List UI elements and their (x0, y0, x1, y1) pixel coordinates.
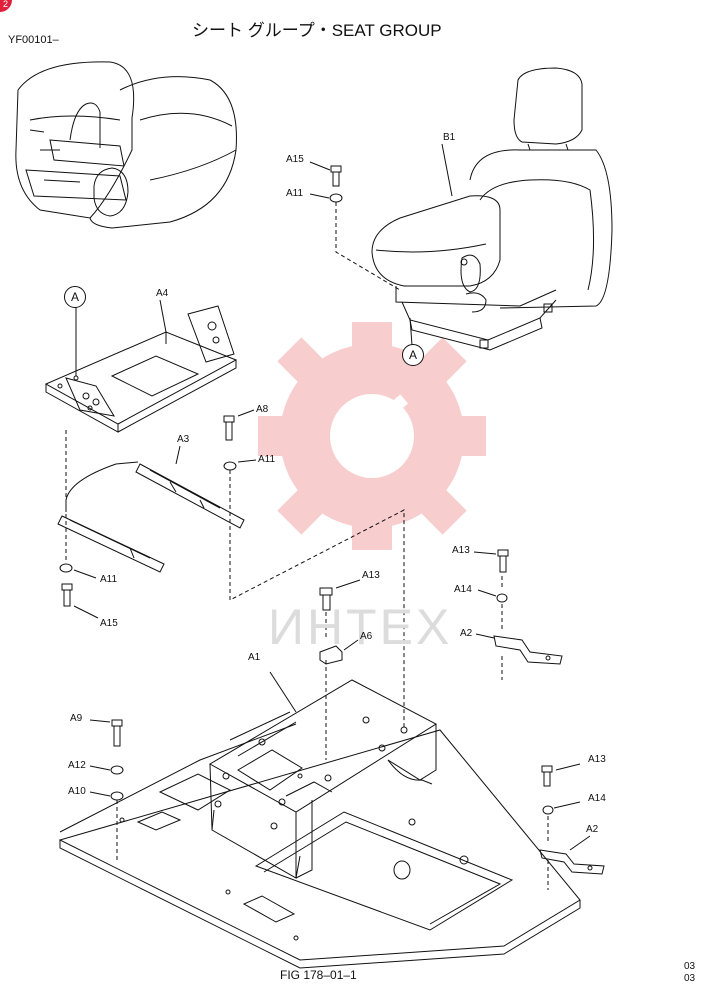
bolt-a9 (111, 719, 123, 747)
label-a11-left: A11 (100, 574, 118, 585)
bolt-a8 (223, 415, 235, 441)
revision-bottom: 03 (684, 973, 696, 984)
leader-a13-center (335, 579, 361, 589)
callout-a-left: A (64, 286, 86, 308)
label-a12: A12 (68, 760, 86, 771)
label-a15-top: A15 (286, 154, 304, 165)
washer-a12 (110, 765, 124, 775)
bracket-a2-bottom (539, 849, 605, 875)
label-a8: A8 (256, 404, 269, 415)
leader-callout-a-right (409, 317, 413, 346)
label-a10: A10 (68, 786, 86, 797)
serial-number: YF00101– (8, 34, 59, 46)
label-a4: A4 (156, 288, 169, 299)
seat-plate-a4 (44, 299, 238, 433)
label-a13-right-bottom: A13 (588, 754, 606, 765)
label-a14-right-top: A14 (454, 584, 472, 595)
mount-line-mid (229, 470, 405, 730)
label-a14-right-bottom: A14 (588, 793, 606, 804)
leader-left-fasteners (73, 569, 99, 619)
washer-a14-right-top (496, 593, 508, 603)
leader-right-top (473, 551, 497, 639)
label-a11-top: A11 (286, 188, 304, 199)
callout-a-right: A (402, 344, 424, 366)
label-a13-center: A13 (362, 570, 380, 581)
spacer-a6 (319, 645, 343, 665)
watermark-gear-icon (258, 322, 486, 550)
seat-stand-a1 (208, 671, 438, 879)
page-title: シート グループ・SEAT GROUP (192, 21, 442, 40)
seat-assembly-b1 (371, 67, 613, 351)
floor-plate (58, 723, 581, 969)
machine-overview-thumbnail (15, 61, 237, 229)
bolt-a13-center (319, 587, 333, 611)
leader-left-bottom (89, 719, 111, 797)
label-a2-bottom: A2 (586, 824, 599, 835)
label-a15-left: A15 (100, 618, 118, 629)
leader-lines-top (309, 143, 453, 199)
bolt-a15-top (330, 165, 342, 187)
label-a1: A1 (248, 652, 261, 663)
bolt-a13-right-top (497, 549, 509, 573)
leader-a6 (343, 639, 359, 651)
page-corner-badge-text: 2 (2, 0, 8, 9)
figure-number: FIG 178–01–1 (280, 968, 357, 982)
label-a9: A9 (70, 713, 83, 724)
mount-line-top (335, 202, 401, 291)
label-a6: A6 (360, 631, 373, 642)
washer-a11-top (329, 193, 343, 203)
washer-a10 (110, 791, 124, 801)
revision-top: 03 (684, 961, 696, 972)
label-b1: B1 (443, 132, 456, 143)
washer-a11-mid (223, 461, 237, 471)
label-a2-top: A2 (460, 628, 473, 639)
washer-a14-right-bottom (542, 805, 554, 815)
label-a11-mid: A11 (258, 454, 276, 465)
leader-right-bottom (553, 763, 591, 851)
washer-a11-left (59, 563, 73, 573)
watermark-text: ИНТЕХ (268, 599, 453, 655)
leader-a11-mid (237, 459, 257, 463)
bolt-a13-right-bottom (541, 765, 553, 787)
seat-slide-rails-a3 (57, 445, 245, 573)
bracket-a2-top (493, 635, 563, 665)
label-a3: A3 (177, 434, 190, 445)
bolt-a15-left (61, 583, 73, 607)
leader-a8 (237, 409, 255, 417)
label-a13-right-top: A13 (452, 545, 470, 556)
